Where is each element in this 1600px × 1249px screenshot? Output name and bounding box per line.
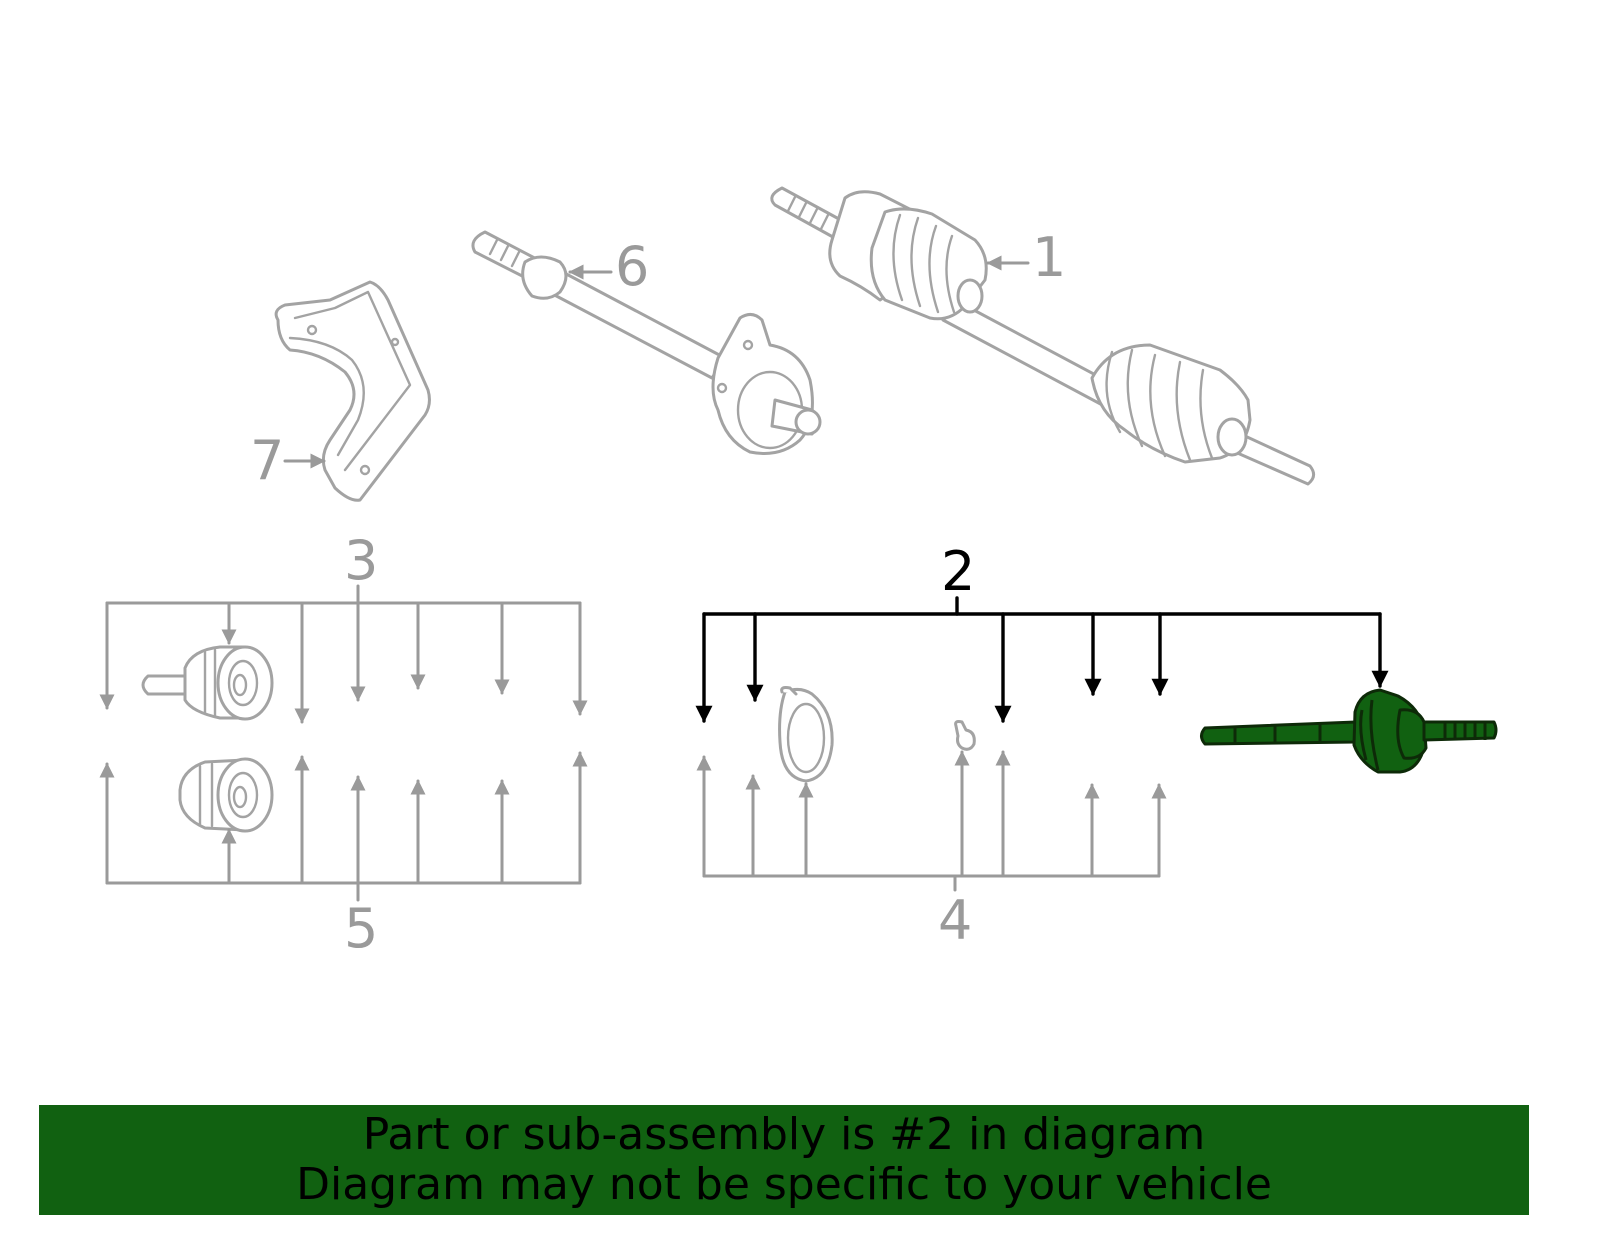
callout-2-highlighted: 2 (941, 540, 975, 603)
boot-clamp-ring[interactable] (778, 686, 834, 783)
leader-group-5 (99, 751, 588, 902)
bracket-part-7[interactable] (274, 280, 431, 502)
banner-line-2: Diagram may not be specific to your vehi… (296, 1159, 1272, 1210)
callout-3: 3 (344, 529, 378, 592)
callout-6: 6 (615, 235, 649, 298)
callout-5: 5 (344, 897, 378, 960)
outer-cv-joint-part-3[interactable] (141, 645, 274, 721)
callout-7: 7 (250, 429, 284, 492)
leader-group-2 (695, 596, 1389, 723)
notice-banner: Part or sub-assembly is #2 in diagram Di… (39, 1105, 1529, 1215)
intermediate-shaft-part-6[interactable] (471, 230, 822, 455)
banner-line-1: Part or sub-assembly is #2 in diagram (362, 1109, 1206, 1160)
inner-cv-joint-part-5[interactable] (178, 757, 274, 833)
axle-shaft-assembly-part-1[interactable] (770, 186, 1315, 486)
leader-group-4 (696, 750, 1167, 892)
leader-group-3 (99, 584, 588, 724)
callout-1: 1 (1032, 226, 1066, 289)
retaining-clip[interactable] (954, 720, 976, 751)
callout-4: 4 (938, 889, 972, 952)
highlighted-inner-joint-shaft-part-2[interactable] (1200, 688, 1498, 774)
